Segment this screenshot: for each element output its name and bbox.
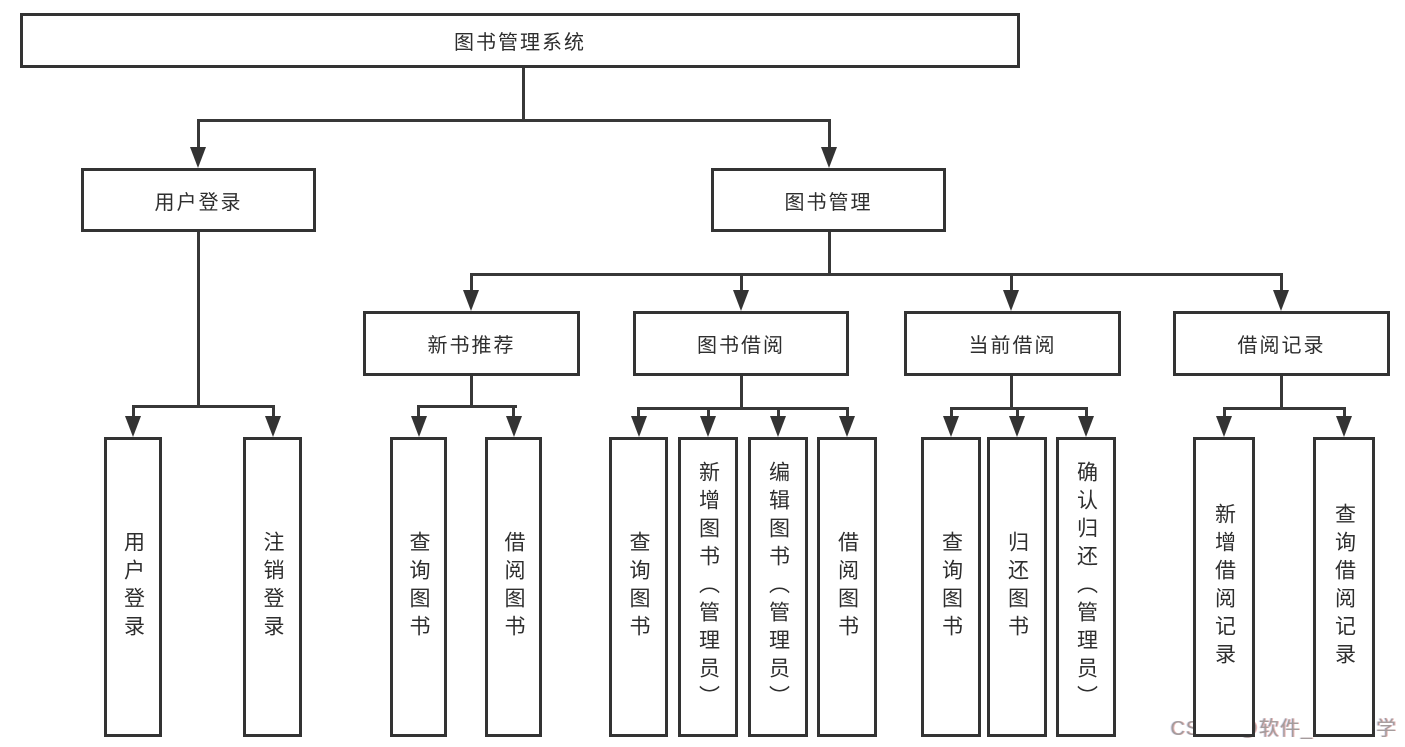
node-borrow-records: 借阅记录: [1173, 311, 1390, 376]
arrow-down-icon: [1273, 290, 1289, 311]
arrow-down-icon: [630, 416, 647, 437]
arrow-down-icon: [821, 147, 837, 168]
node-label: 编辑图书（管理员）: [766, 461, 790, 713]
connector-line: [271, 405, 275, 419]
connector-line: [637, 407, 849, 410]
node-label: 图书管理: [784, 191, 873, 214]
node-leaf-query-books-3: 查询图书: [921, 437, 981, 737]
node-user-login: 用户登录: [81, 168, 316, 232]
connector-line: [949, 407, 953, 419]
node-label: 新增图书（管理员）: [696, 461, 720, 713]
node-leaf-user-login: 用户登录: [104, 437, 162, 737]
arrow-down-icon: [505, 416, 522, 437]
arrow-down-icon: [1216, 416, 1232, 437]
connector-line: [417, 405, 420, 419]
arrow-down-icon: [190, 147, 206, 168]
node-leaf-borrow-books-2: 借阅图书: [817, 437, 877, 737]
node-label: 当前借阅: [968, 335, 1057, 357]
arrow-down-icon: [1078, 416, 1094, 437]
node-root: 图书管理系统: [20, 13, 1020, 68]
connector-line: [469, 273, 473, 293]
connector-line: [706, 407, 710, 419]
node-label: 用户登录: [121, 531, 145, 643]
connector-line: [512, 405, 515, 419]
arrow-down-icon: [125, 416, 141, 437]
node-label: 确认归还（管理员）: [1074, 461, 1098, 713]
connector-line: [776, 407, 780, 419]
node-label: 新书推荐: [427, 335, 516, 357]
connector-line: [1009, 273, 1013, 293]
arrow-down-icon: [463, 290, 479, 311]
connector-line: [1015, 407, 1019, 419]
node-label: 借阅图书: [835, 531, 859, 643]
connector-line: [196, 232, 200, 405]
connector-line: [739, 376, 743, 407]
node-label: 用户登录: [154, 191, 243, 214]
node-leaf-return-books: 归还图书: [987, 437, 1047, 737]
arrow-down-icon: [1009, 416, 1025, 437]
node-label: 新增借阅记录: [1212, 503, 1236, 671]
connector-line: [827, 232, 831, 273]
node-label: 归还图书: [1005, 531, 1029, 643]
node-label: 图书借阅: [697, 335, 785, 357]
arrow-down-icon: [1336, 416, 1352, 437]
node-label: 查询图书: [407, 531, 431, 643]
arrow-down-icon: [410, 416, 427, 437]
connector-line: [1342, 407, 1346, 419]
connector-line: [1222, 407, 1346, 410]
connector-line: [739, 273, 743, 293]
node-current-borrow: 当前借阅: [904, 311, 1121, 376]
node-leaf-borrow-books-1: 借阅图书: [485, 437, 542, 737]
node-leaf-query-borrow-record: 查询借阅记录: [1313, 437, 1375, 737]
node-label: 注销登录: [261, 531, 285, 643]
connector-line: [196, 119, 831, 122]
connector-line: [131, 405, 275, 408]
connector-line: [469, 376, 473, 405]
connector-line: [845, 407, 849, 419]
arrow-down-icon: [770, 416, 786, 437]
arrow-down-icon: [1003, 290, 1019, 311]
node-leaf-query-books-2: 查询图书: [609, 437, 668, 737]
arrow-down-icon: [700, 416, 716, 437]
arrow-down-icon: [943, 416, 959, 437]
connector-line: [469, 273, 1283, 276]
node-label: 借阅图书: [502, 531, 526, 643]
connector-line: [1084, 407, 1088, 419]
node-new-book-rec: 新书推荐: [363, 311, 580, 376]
node-leaf-edit-books: 编辑图书（管理员）: [748, 437, 808, 737]
node-book-mgmt: 图书管理: [711, 168, 946, 232]
node-leaf-add-borrow-record: 新增借阅记录: [1193, 437, 1255, 737]
node-label: 查询图书: [627, 531, 651, 643]
connector-line: [521, 68, 525, 119]
node-leaf-query-books-1: 查询图书: [390, 437, 447, 737]
node-leaf-logout: 注销登录: [243, 437, 302, 737]
node-leaf-confirm-return: 确认归还（管理员）: [1056, 437, 1116, 737]
connector-line: [131, 405, 135, 419]
connector-line: [637, 407, 640, 419]
connector-line: [1279, 273, 1283, 293]
connector-line: [949, 407, 1088, 410]
arrow-down-icon: [733, 290, 749, 311]
node-label: 查询借阅记录: [1332, 503, 1356, 671]
arrow-down-icon: [265, 416, 281, 437]
node-label: 图书管理系统: [454, 32, 586, 54]
node-label: 查询图书: [939, 531, 963, 643]
node-leaf-add-books: 新增图书（管理员）: [678, 437, 738, 737]
node-book-borrow: 图书借阅: [633, 311, 849, 376]
connector-line: [417, 405, 517, 408]
connector-line: [1009, 376, 1013, 407]
node-label: 借阅记录: [1237, 335, 1326, 357]
arrow-down-icon: [839, 416, 855, 437]
connector-line: [1222, 407, 1226, 419]
connector-line: [196, 119, 200, 150]
connector-line: [827, 119, 831, 150]
connector-line: [1279, 376, 1283, 407]
